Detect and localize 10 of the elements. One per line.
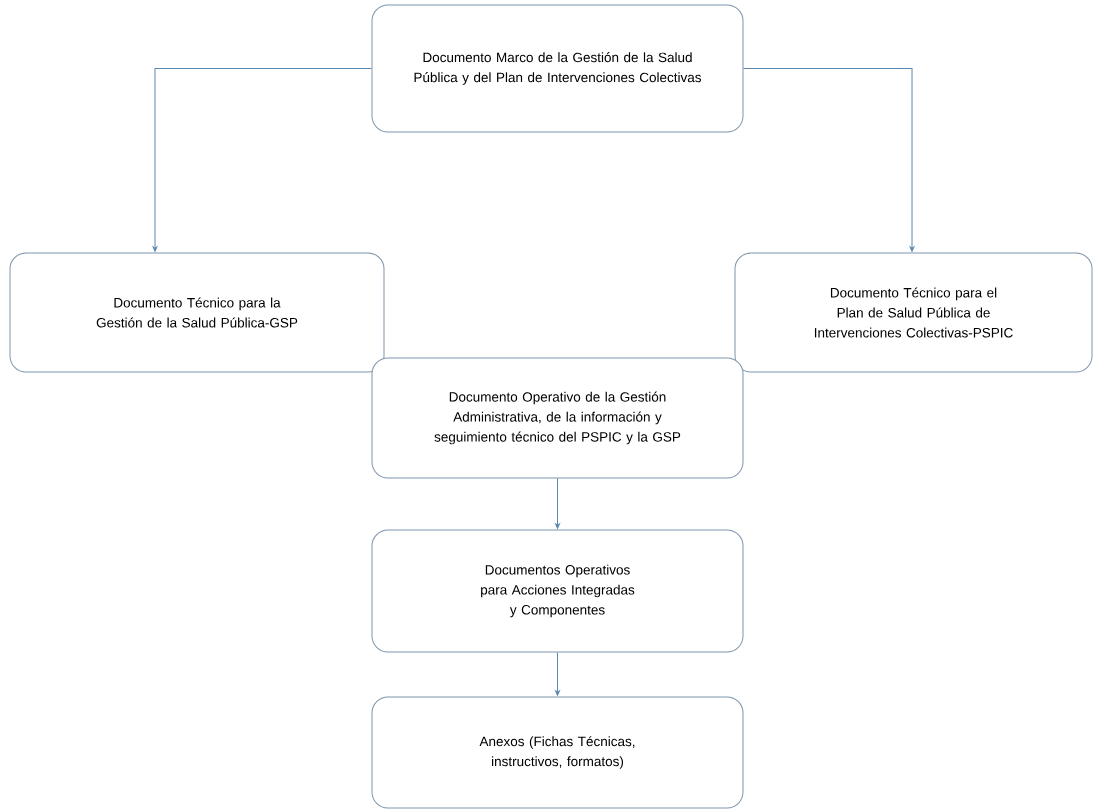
document-box: Anexos (Fichas Técnicas, instructivos, formatos): [371, 696, 744, 809]
document-box: Documentos Operativos para Acciones Integradas y Componentes: [371, 529, 744, 653]
arrow: [152, 68, 372, 252]
document-box: Documento Técnico para el Plan de Salud Pública de Intervenciones Colectivas-PSPIC: [734, 252, 1093, 373]
arrow: [555, 652, 560, 696]
document-box: Documento Técnico para la Gestión de la Salud Pública-GSP: [9, 252, 385, 373]
arrow: [743, 68, 915, 252]
document-box: Documento Marco de la Gestión de la Salud Pública y del Plan de Intervenciones Colectivas: [371, 4, 744, 133]
document-box: Documento Operativo de la Gestión Administrativa, de la información y seguimiento técnico del PSPIC y la GSP: [371, 357, 744, 479]
arrow: [555, 478, 560, 529]
